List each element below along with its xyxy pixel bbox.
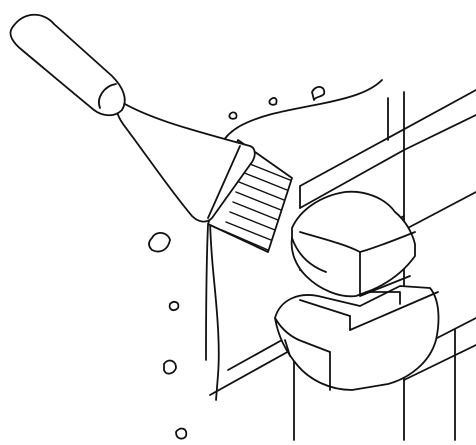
mounting-bracket-icon: [274, 275, 440, 391]
rounded-knob-icon: [290, 190, 416, 298]
paintbrush-icon: [9, 13, 256, 223]
dust-particle-icon: [148, 86, 326, 440]
